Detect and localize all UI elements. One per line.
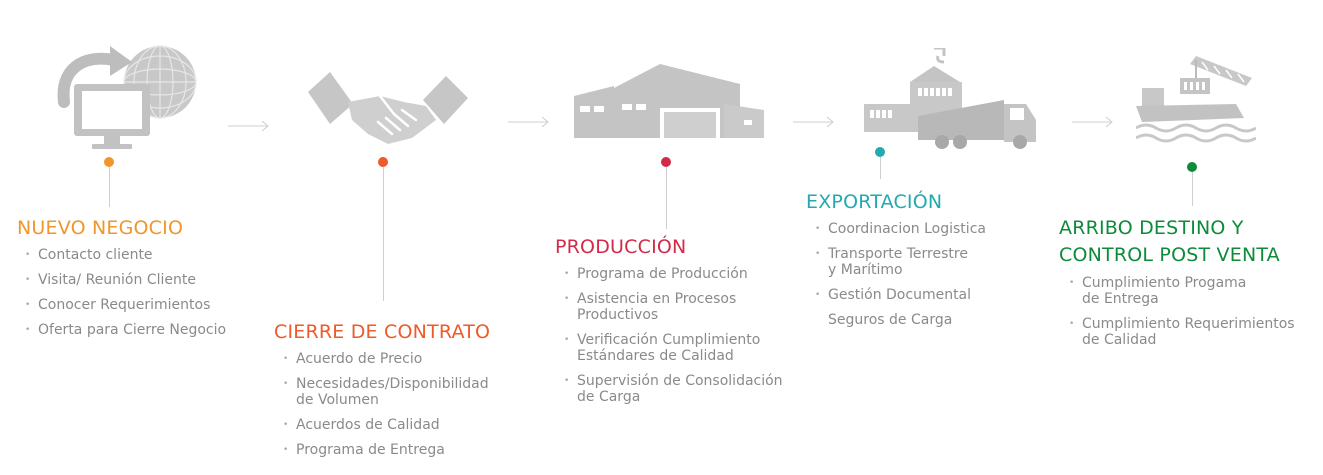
list-item: Transporte Terrestre y Marítimo: [814, 246, 1044, 278]
stage-title-nuevo-negocio: NUEVO NEGOCIO: [17, 217, 184, 239]
arrow-right-icon: [228, 117, 270, 136]
stage-list-cierre-contrato: Acuerdo de Precio Necesidades/Disponibil…: [282, 351, 532, 467]
list-item: Necesidades/Disponibilidad de Volumen: [282, 376, 532, 408]
arrow-right-icon: [1072, 113, 1114, 132]
list-item: Acuerdos de Calidad: [282, 417, 532, 433]
stage-dot-produccion: [661, 157, 671, 167]
connector-line: [109, 167, 110, 207]
list-item: Supervisión de Consolidación de Carga: [563, 373, 813, 405]
stage-title-exportacion: EXPORTACIÓN: [806, 191, 943, 213]
list-item: Programa de Entrega: [282, 442, 532, 458]
list-item: Coordinacion Logistica: [814, 221, 1044, 237]
list-item: Programa de Producción: [563, 266, 813, 282]
stage-title-cierre-contrato: CIERRE DE CONTRATO: [274, 321, 491, 343]
list-item: Seguros de Carga: [828, 312, 953, 328]
connector-line: [383, 167, 384, 301]
connector-line: [1192, 172, 1193, 206]
list-item: Acuerdo de Precio: [282, 351, 532, 367]
arrow-right-icon: [508, 113, 550, 132]
stage-title-arribo-destino: ARRIBO DESTINO Y CONTROL POST VENTA: [1059, 217, 1280, 266]
factory-icon: [574, 64, 764, 138]
list-item: Cumplimiento Progama de Entrega: [1068, 275, 1318, 307]
list-item: Conocer Requerimientos: [24, 297, 264, 313]
list-item: Gestión Documental: [814, 287, 1044, 303]
handshake-icon: [308, 72, 468, 152]
computer-globe-icon: [52, 40, 202, 150]
connector-line: [880, 157, 881, 179]
stage-title-produccion: PRODUCCIÓN: [555, 236, 687, 258]
truck-port-icon: [864, 48, 1040, 150]
stage-list-produccion: Programa de Producción Asistencia en Pro…: [563, 266, 813, 414]
list-item: Visita/ Reunión Cliente: [24, 272, 264, 288]
ship-crane-icon: [1136, 56, 1256, 146]
stage-dot-nuevo-negocio: [104, 157, 114, 167]
list-item: Contacto cliente: [24, 247, 264, 263]
stage-list-nuevo-negocio: Contacto cliente Visita/ Reunión Cliente…: [24, 247, 264, 347]
list-item: Verificación Cumplimiento Estándares de …: [563, 332, 813, 364]
list-item: Asistencia en Procesos Productivos: [563, 291, 813, 323]
stage-dot-cierre-contrato: [378, 157, 388, 167]
connector-line: [666, 167, 667, 229]
stage-list-arribo-destino: Cumplimiento Progama de Entrega Cumplimi…: [1068, 275, 1318, 357]
stage-list-exportacion: Coordinacion Logistica Transporte Terres…: [814, 221, 1044, 337]
list-item: Cumplimiento Requerimientos de Calidad: [1068, 316, 1318, 348]
list-item: Oferta para Cierre Negocio: [24, 322, 264, 338]
stage-dot-arribo-destino: [1187, 162, 1197, 172]
arrow-right-icon: [793, 113, 835, 132]
stage-dot-exportacion: [875, 147, 885, 157]
